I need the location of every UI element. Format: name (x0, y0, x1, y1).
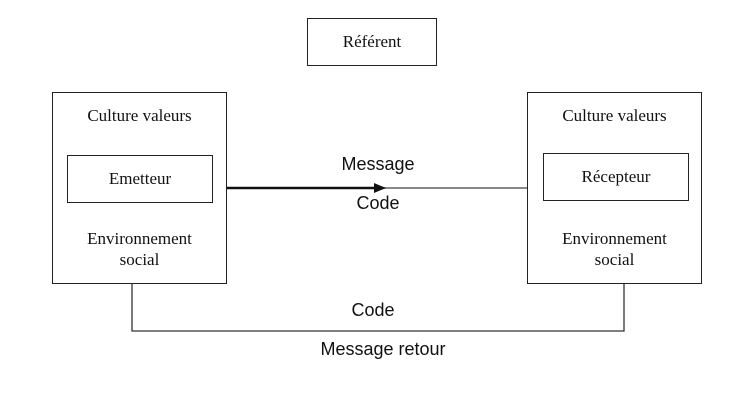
sender-environment-label: Environnement social (53, 228, 226, 270)
sender-box: Emetteur (67, 155, 213, 203)
feedback-message-label: Message retour (320, 339, 446, 359)
sender-environment-line1: Environnement (87, 229, 192, 248)
channel-code-label: Code (356, 193, 400, 213)
sender-label: Emetteur (108, 169, 172, 188)
message-arrowhead (374, 183, 386, 193)
receiver-environment-line1: Environnement (562, 229, 667, 248)
sender-environment-line2: social (119, 250, 160, 269)
referent-label: Référent (342, 32, 402, 51)
receiver-environment-label: Environnement social (528, 228, 701, 270)
feedback-line (131, 284, 625, 332)
receiver-environment-line2: social (594, 250, 635, 269)
feedback-code-label: Code (351, 300, 395, 320)
channel-message-label: Message (341, 154, 415, 174)
receiver-label: Récepteur (581, 167, 651, 186)
sender-culture-label: Culture valeurs (87, 106, 192, 125)
receiver-culture-label: Culture valeurs (562, 106, 667, 125)
referent-box: Référent (307, 18, 437, 66)
receiver-box: Récepteur (543, 153, 689, 201)
